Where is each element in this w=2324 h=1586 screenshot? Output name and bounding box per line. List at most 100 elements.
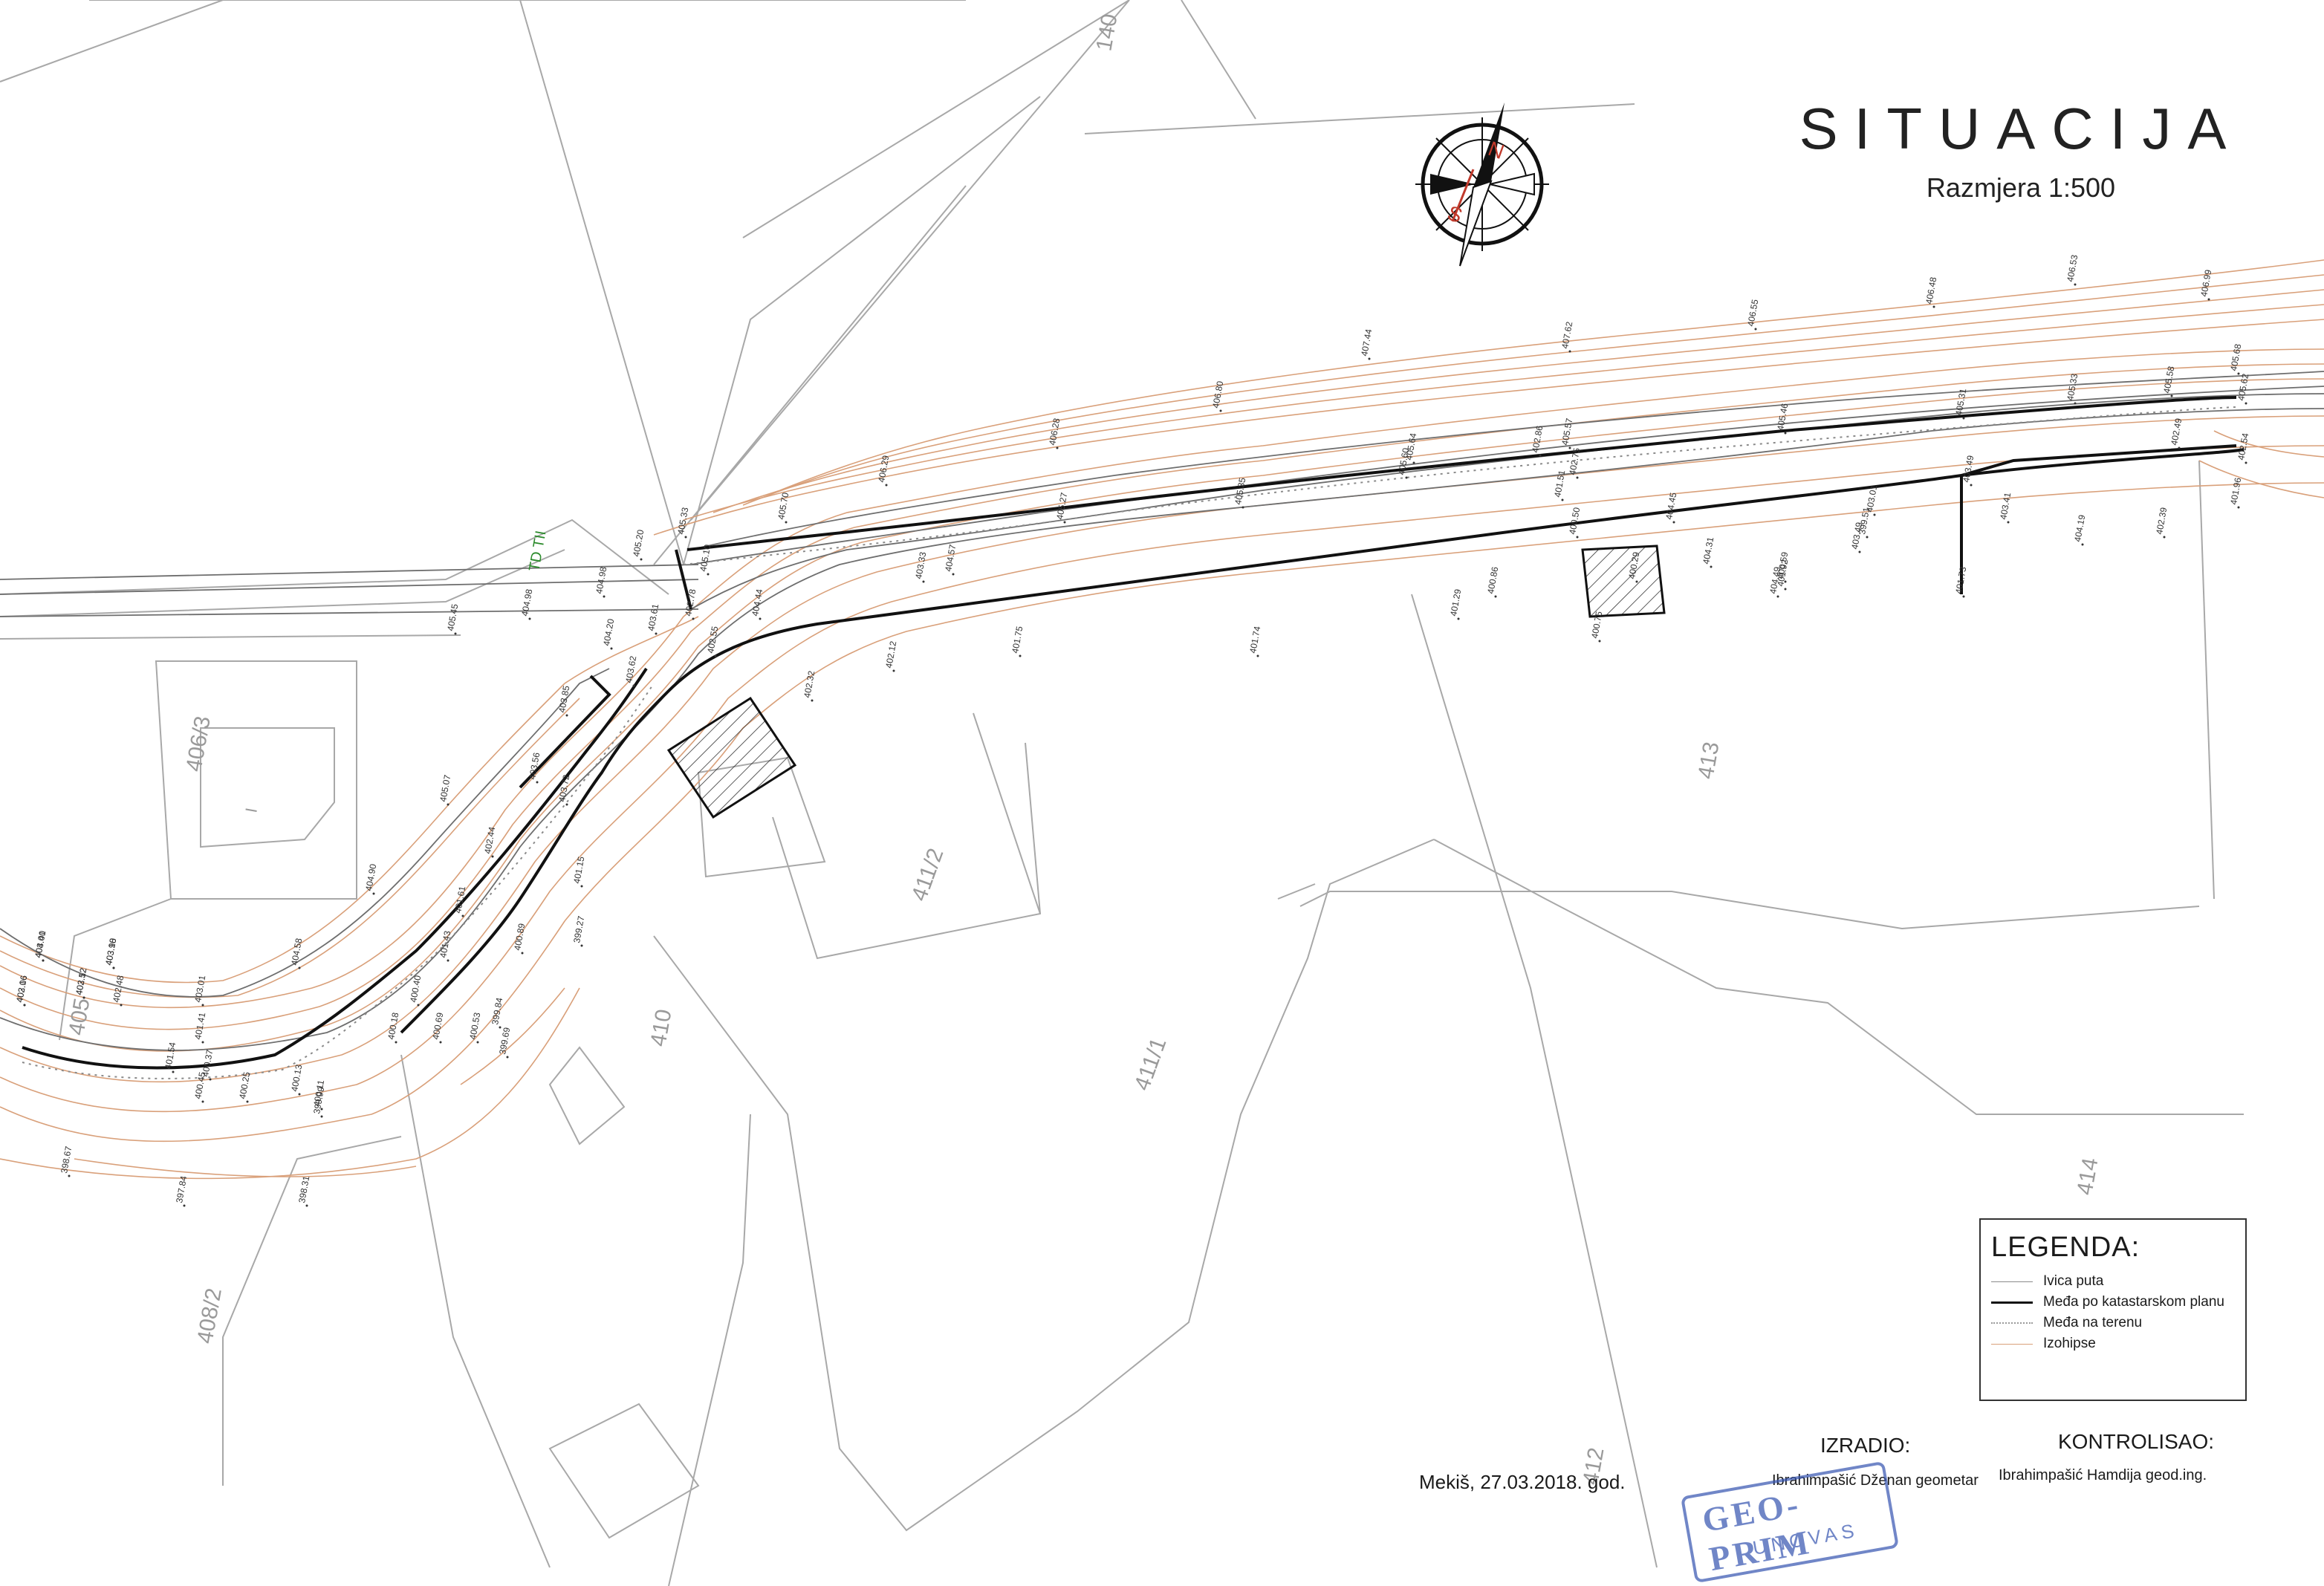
survey-point xyxy=(1539,454,1542,457)
survey-point xyxy=(454,632,457,635)
elevation-label: 403.61 xyxy=(646,603,660,632)
parcel-label: 406/3 xyxy=(181,715,215,774)
legend-swatch xyxy=(1991,1343,2033,1345)
survey-point xyxy=(1568,446,1571,449)
survey-point xyxy=(1932,305,1935,308)
elevation-label: 400.53 xyxy=(467,1012,482,1041)
survey-point xyxy=(1457,617,1460,620)
elevation-label: 401.96 xyxy=(2228,477,2243,506)
legend-label: Međa po katastarskom planu xyxy=(2043,1294,2224,1310)
elevation-label: 402.06 xyxy=(14,975,29,1004)
elevation-label: 402.54 xyxy=(2236,432,2250,461)
survey-point xyxy=(1970,484,1973,487)
elevation-label: 400.13 xyxy=(289,1064,304,1093)
survey-point xyxy=(298,1093,301,1096)
elevation-label: 403.85 xyxy=(556,685,571,714)
parcel-label: 411/1 xyxy=(1130,1035,1172,1094)
elevation-label: 401.43 xyxy=(438,930,452,959)
terrain-boundary xyxy=(22,406,2237,1079)
map-scale: Razmjera 1:500 xyxy=(1926,172,2116,203)
elevation-label: 401.75 xyxy=(1010,625,1025,654)
elevation-label: 400.18 xyxy=(386,1012,400,1041)
elevation-label: 405.58 xyxy=(2161,365,2176,394)
survey-point xyxy=(320,1115,323,1118)
parcel-label: 410 xyxy=(646,1007,676,1048)
survey-point xyxy=(528,617,531,620)
legend-item: Ivica puta xyxy=(1991,1273,2103,1290)
elevation-label: 407.44 xyxy=(1359,328,1374,357)
legend-item: Međa na terenu xyxy=(1991,1315,2142,1331)
elevation-label: 405.57 xyxy=(1559,417,1574,446)
survey-point xyxy=(684,536,687,539)
survey-point xyxy=(785,521,788,524)
elevation-label: 402.52 xyxy=(74,967,88,996)
survey-point xyxy=(2178,446,2181,449)
survey-point xyxy=(1063,521,1066,524)
elevation-label: 406.28 xyxy=(1047,417,1062,446)
elevation-label: 402.39 xyxy=(2154,507,2169,536)
elevation-label: 400.50 xyxy=(1567,507,1582,536)
elevation-label: 406.53 xyxy=(2065,254,2080,283)
survey-point xyxy=(246,1100,249,1103)
survey-point xyxy=(2207,298,2210,301)
elevation-label: 405.70 xyxy=(776,492,791,521)
cadastral-boundary xyxy=(22,396,2245,1070)
survey-point xyxy=(1241,506,1244,509)
survey-point xyxy=(640,558,643,561)
survey-point xyxy=(112,966,115,969)
elevation-label: 401.73 xyxy=(1953,566,1968,595)
elevation-label: 401.61 xyxy=(452,885,467,914)
survey-point xyxy=(417,1004,420,1007)
survey-point xyxy=(1710,565,1713,568)
elevation-label: 403.49 xyxy=(1961,455,1976,484)
survey-point xyxy=(82,996,85,999)
survey-point xyxy=(2237,372,2240,375)
elevation-label: 403.40 xyxy=(33,930,48,959)
kontrolisao-name: Ibrahimpašić Hamdija geod.ing. xyxy=(1999,1467,2207,1483)
survey-point xyxy=(476,1041,479,1044)
survey-point xyxy=(1576,476,1579,479)
elevation-label: 405.07 xyxy=(438,774,452,803)
elevation-label: 402.75 xyxy=(1567,447,1582,476)
elevation-label: 403.33 xyxy=(913,551,928,580)
elevation-label: 405.10 xyxy=(698,544,713,573)
elevation-label: 401.54 xyxy=(163,1041,178,1070)
elevation-label: 405.31 xyxy=(1953,388,1968,417)
legend-item: Međa po katastarskom planu xyxy=(1991,1294,2224,1310)
survey-point xyxy=(1405,476,1408,479)
elevation-label: 402.32 xyxy=(802,670,817,699)
survey-point xyxy=(447,803,449,806)
elevation-label: 404.49 xyxy=(1768,566,1782,595)
survey-point xyxy=(922,580,925,583)
kontrolisao-label: KONTROLISAO: xyxy=(2058,1430,2215,1453)
elevation-label: 403.16 xyxy=(14,975,29,1004)
elevation-label: 405.46 xyxy=(1775,403,1790,432)
survey-point xyxy=(42,959,45,962)
marker-label: TD TII xyxy=(526,530,549,573)
legend-item: Izohipse xyxy=(1991,1336,2096,1352)
elevation-label: 401.29 xyxy=(1448,588,1463,617)
elevation-label: 403.72 xyxy=(556,774,571,803)
legend-swatch xyxy=(1991,1301,2033,1304)
survey-point xyxy=(1784,580,1787,583)
legend-swatch xyxy=(1991,1322,2033,1324)
survey-point xyxy=(201,1004,204,1007)
parcel-boundaries xyxy=(0,0,2244,1586)
survey-point xyxy=(395,1041,397,1044)
legend-box: LEGENDA: Ivica puta Međa po katastarskom… xyxy=(1979,1218,2247,1401)
map-title: SITUACIJA xyxy=(1799,96,2243,161)
elevation-label: 399.99 xyxy=(311,1086,326,1115)
elevation-label: 400.11 xyxy=(311,1079,326,1108)
survey-point xyxy=(655,632,658,635)
survey-point xyxy=(1368,357,1371,360)
elevation-label: 406.55 xyxy=(1745,299,1760,328)
parcel-label: 413 xyxy=(1693,740,1724,781)
elevation-label: 400.29 xyxy=(1626,551,1641,580)
elevation-label: 402.44 xyxy=(482,826,497,855)
elevation-label: 404.57 xyxy=(943,544,958,573)
survey-point xyxy=(1962,595,1965,598)
elevation-label: 404.19 xyxy=(2072,514,2087,543)
elevation-label: 400.45 xyxy=(192,1071,207,1100)
elevation-label: 406.80 xyxy=(1210,380,1225,409)
survey-point xyxy=(298,966,301,969)
